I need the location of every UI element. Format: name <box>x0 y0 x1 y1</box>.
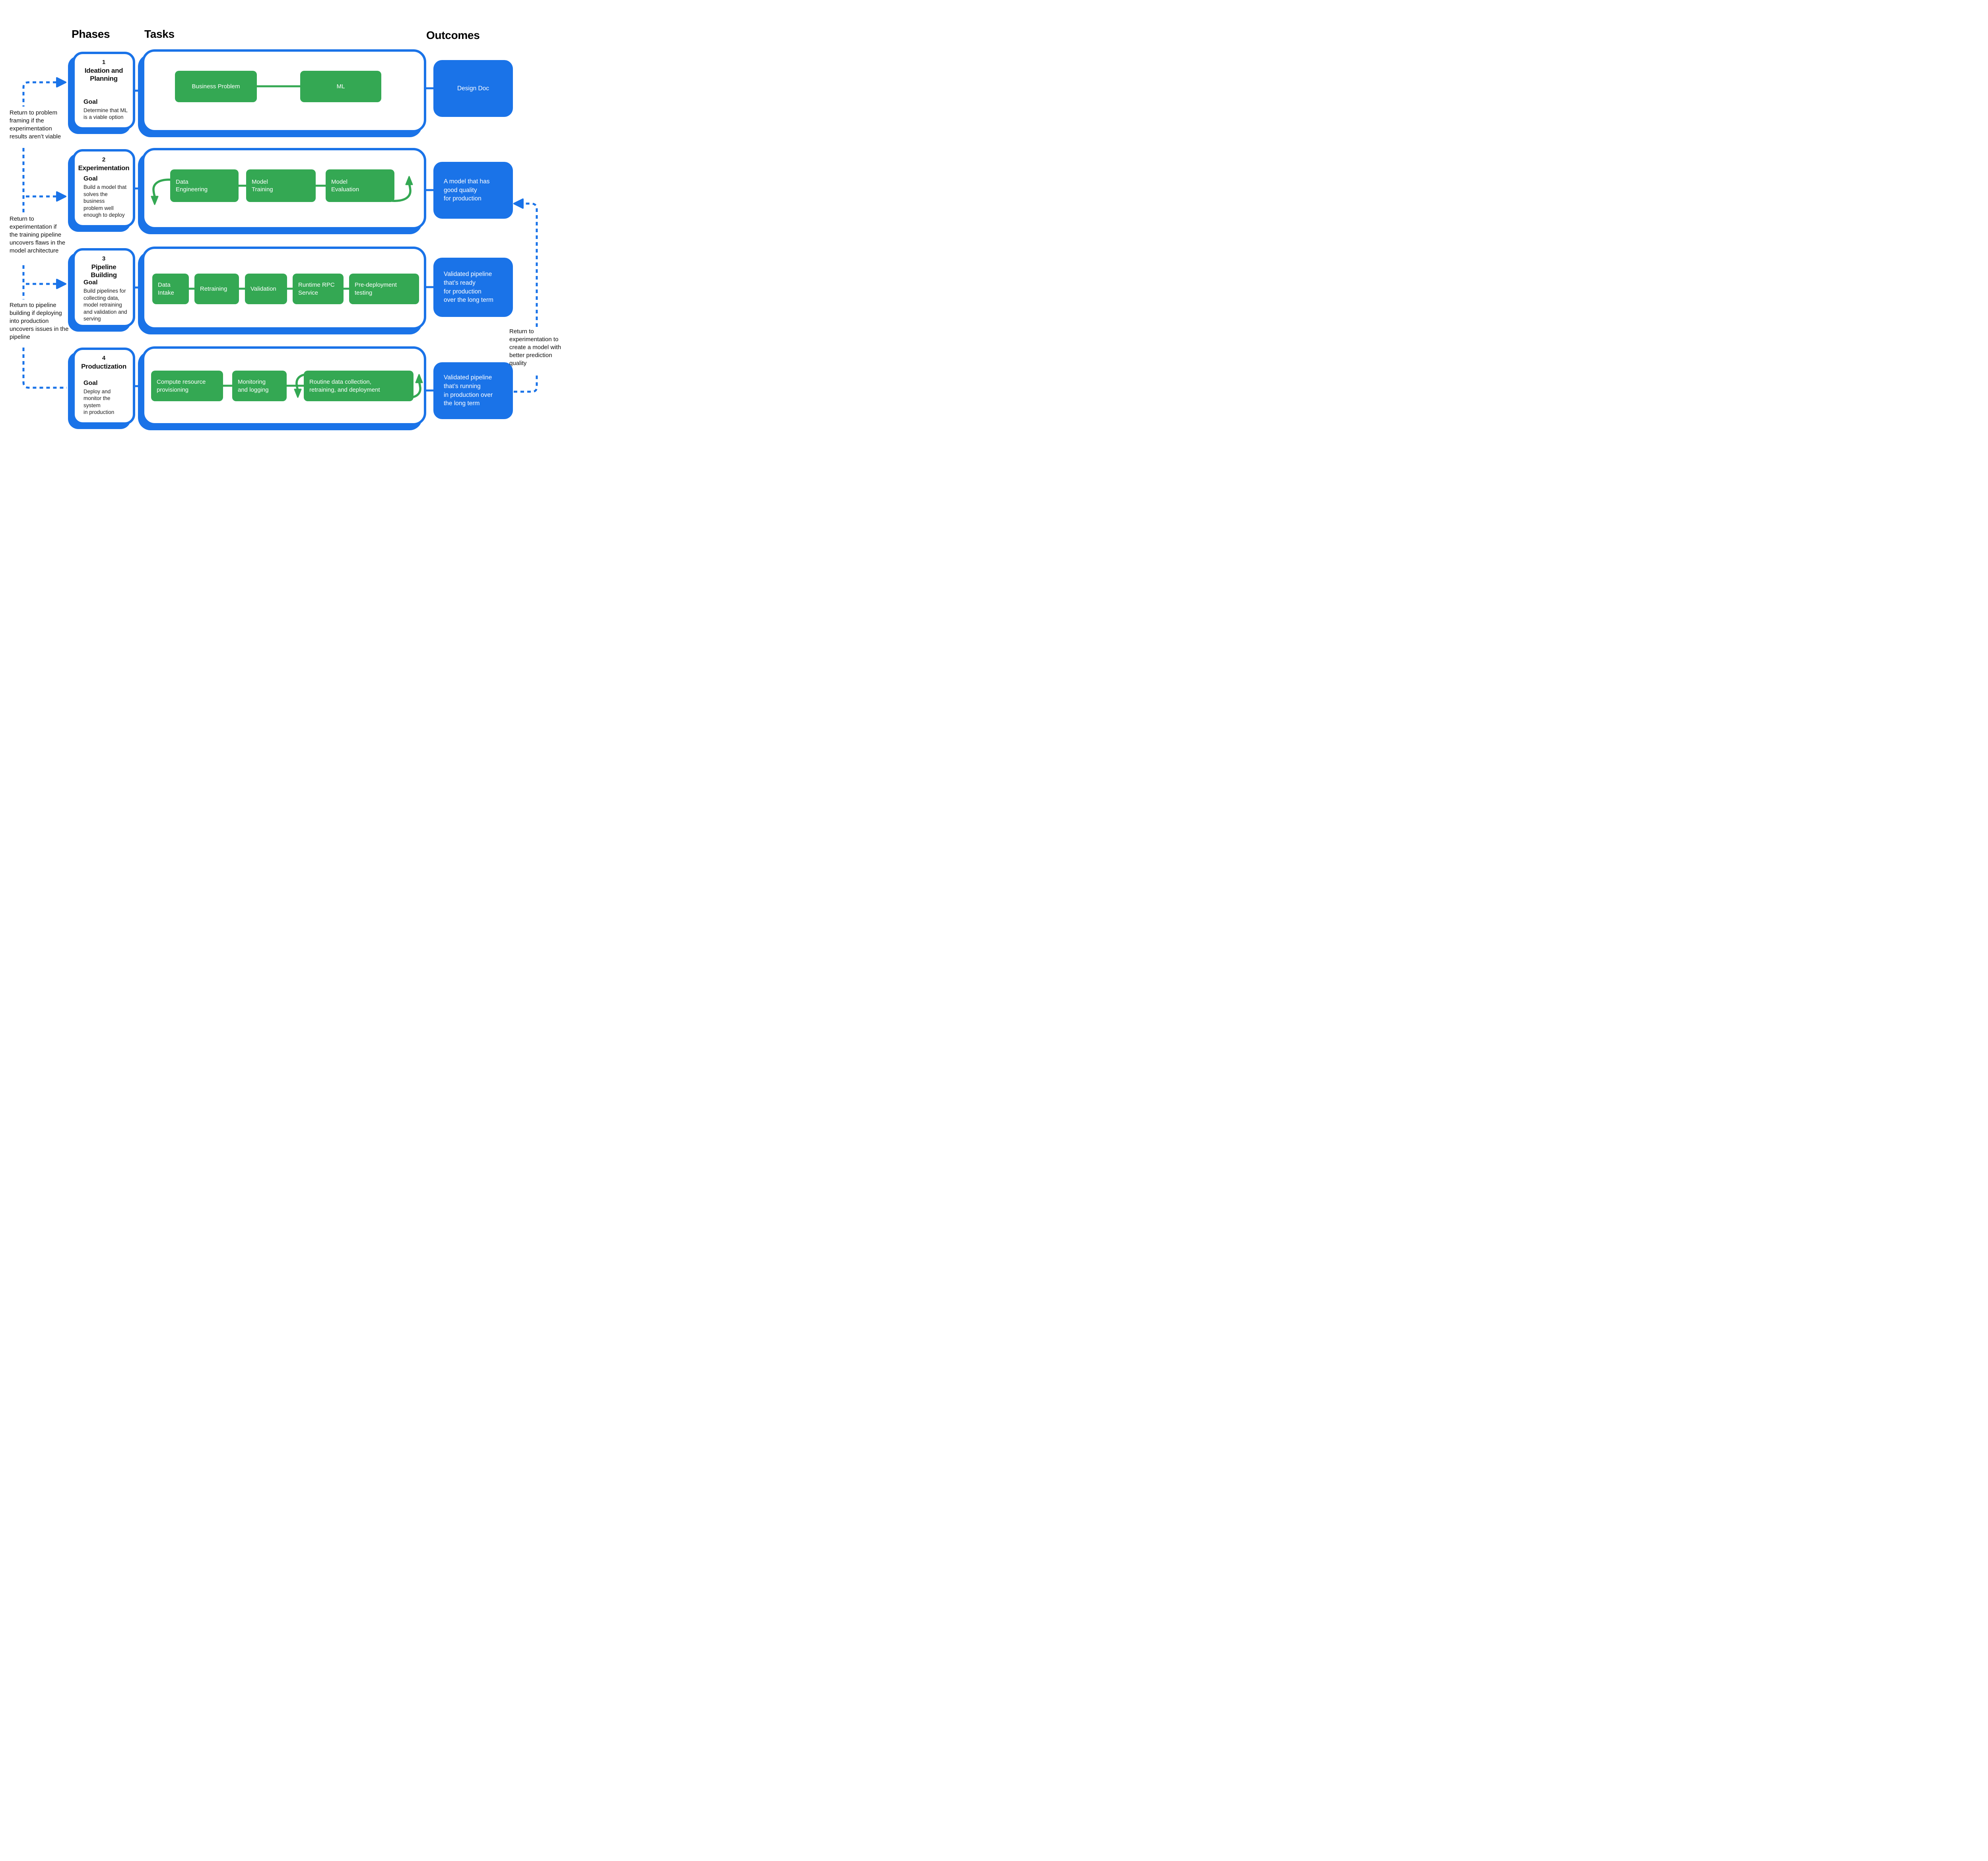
outcome-validated-pipeline-ready: Validated pipeline that’s ready for prod… <box>433 258 513 317</box>
column-header-phases: Phases <box>72 28 110 40</box>
outcome-model-good-quality: A model that has good quality for produc… <box>433 162 513 219</box>
phase-title: Ideation and Planning <box>84 67 123 83</box>
outcome-design-doc: Design Doc <box>433 60 513 117</box>
column-header-outcomes: Outcomes <box>426 29 480 41</box>
task-to-outcome-connectors <box>425 87 435 392</box>
task-runtime-rpc-service: Runtime RPC Service <box>293 274 344 304</box>
annotation-return-to-experimentation: Return to experimentation if the trainin… <box>10 216 66 254</box>
phase-card-productization: 4 Productization Goal Deploy and monitor… <box>72 348 135 425</box>
task-monitoring-and-logging: Monitoring and logging <box>232 371 287 401</box>
arrow-into-phase-1 <box>56 77 66 87</box>
goal-text: Deploy and monitor the system in product… <box>83 388 115 416</box>
column-header-tasks: Tasks <box>144 28 175 40</box>
phase-card-pipeline-building: 3 Pipeline Building Goal Build pipelines… <box>72 248 135 327</box>
annotation-return-for-better-prediction: Return to experimentation to create a mo… <box>509 328 561 367</box>
goal-label: Goal <box>83 98 98 105</box>
arrow-into-phase-2 <box>56 191 66 202</box>
goal-text: Determine that ML is a viable option <box>83 107 128 120</box>
phase-title: Experimentation <box>78 164 130 172</box>
phase-number: 1 <box>102 59 106 66</box>
task-compute-resource-provisioning: Compute resource provisioning <box>151 371 223 401</box>
phase-number: 2 <box>102 156 106 163</box>
task-data-intake: Data Intake <box>152 274 189 304</box>
phase-card-experimentation: 2 Experimentation Goal Build a model tha… <box>72 149 135 227</box>
task-ml: ML <box>300 71 381 102</box>
task-pre-deployment-testing: Pre-deployment testing <box>349 274 419 304</box>
task-validation: Validation <box>245 274 287 304</box>
goal-text: Build a model that solves the business p… <box>83 184 127 218</box>
phase-goal: Goal Determine that ML is a viable optio… <box>78 99 130 121</box>
phase-title: Productization <box>81 363 126 370</box>
task-model-training: Model Training <box>246 169 316 202</box>
mlops-phases-diagram: Phases Tasks Outcomes 1 Ideation and Pla… <box>0 0 564 465</box>
phase-goal: Goal Build pipelines for collecting data… <box>78 279 130 322</box>
arrow-into-outcome-2 <box>513 198 524 209</box>
task-model-evaluation: Model Evaluation <box>326 169 394 202</box>
phase-goal: Goal Deploy and monitor the system in pr… <box>78 380 130 416</box>
annotation-return-to-problem-framing: Return to problem framing if the experim… <box>10 109 61 140</box>
task-business-problem: Business Problem <box>175 71 257 102</box>
phase-number: 3 <box>102 255 106 262</box>
phase-card-ideation-planning: 1 Ideation and Planning Goal Determine t… <box>72 52 135 130</box>
goal-text: Build pipelines for collecting data, mod… <box>83 288 127 322</box>
outcome-validated-pipeline-running: Validated pipeline that’s running in pro… <box>433 362 513 419</box>
task-routine-data-collection: Routine data collection, retraining, and… <box>304 371 414 401</box>
goal-label: Goal <box>83 175 98 183</box>
task-data-engineering: Data Engineering <box>170 169 239 202</box>
phase-to-task-connectors <box>134 89 144 387</box>
phase-number: 4 <box>102 355 106 361</box>
goal-label: Goal <box>83 279 98 286</box>
phase-goal: Goal Build a model that solves the busin… <box>78 175 130 219</box>
goal-label: Goal <box>83 379 98 387</box>
arrow-into-phase-3 <box>56 279 66 289</box>
annotation-return-to-pipeline-building: Return to pipeline building if deploying… <box>10 302 69 341</box>
task-retraining: Retraining <box>194 274 239 304</box>
phase-title: Pipeline Building <box>91 263 117 279</box>
